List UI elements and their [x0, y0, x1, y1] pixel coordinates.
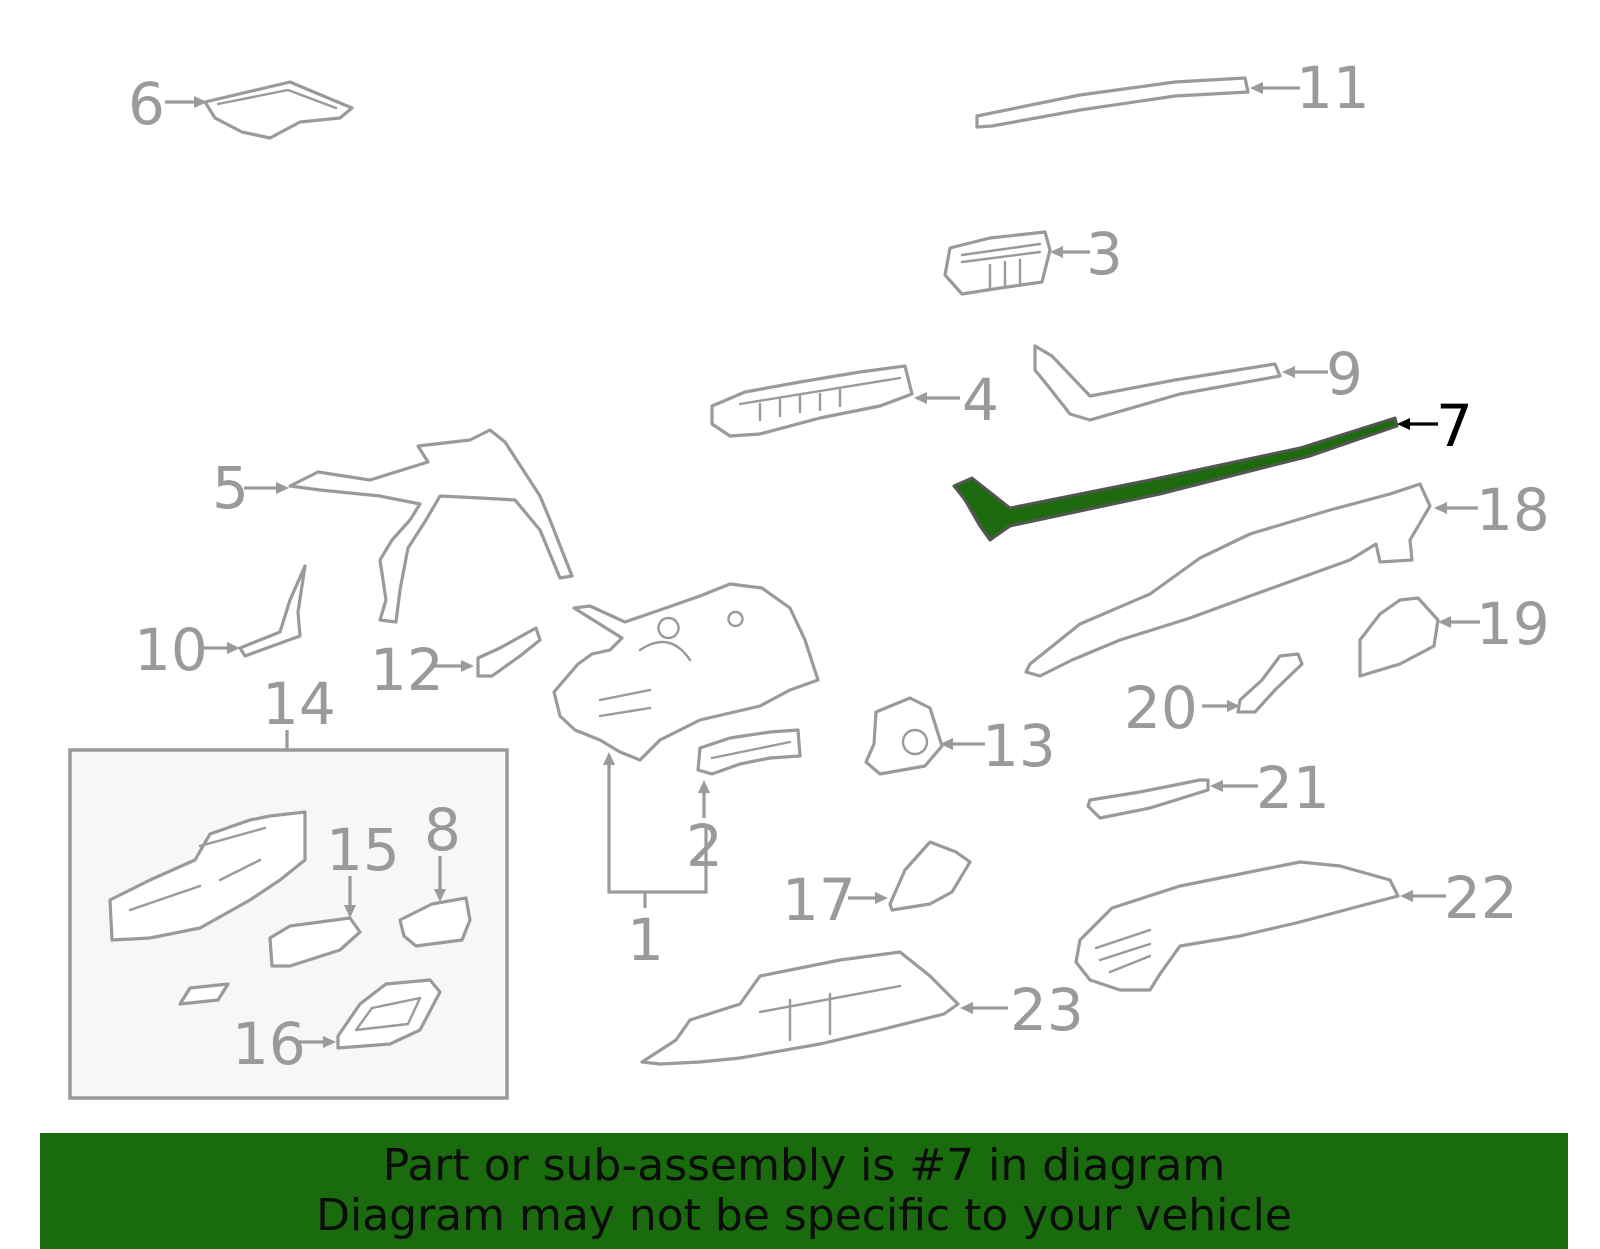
- part-22[interactable]: [1074, 860, 1400, 992]
- part-4[interactable]: [710, 364, 914, 438]
- part-5[interactable]: [288, 428, 574, 624]
- callout-7: 7: [1436, 392, 1473, 460]
- callout-15: 15: [326, 816, 400, 884]
- callout-13: 13: [982, 712, 1056, 780]
- callout-16: 16: [232, 1010, 306, 1078]
- callout-20: 20: [1124, 674, 1198, 742]
- part-10[interactable]: [238, 564, 307, 658]
- arrow-12: [461, 660, 474, 672]
- part-7-highlighted[interactable]: [952, 416, 1399, 542]
- part-small-bracket: [178, 982, 230, 1006]
- arrow-2: [698, 780, 710, 793]
- arrow-1: [603, 752, 615, 765]
- callout-22: 22: [1444, 864, 1518, 932]
- part-17[interactable]: [888, 840, 972, 912]
- part-3[interactable]: [943, 230, 1052, 296]
- arrow-17: [875, 892, 888, 904]
- callout-18: 18: [1476, 476, 1550, 544]
- callout-14: 14: [262, 670, 336, 738]
- part-15[interactable]: [268, 916, 362, 968]
- part-12[interactable]: [476, 626, 542, 678]
- part-6[interactable]: [203, 80, 354, 140]
- callout-10: 10: [134, 616, 208, 684]
- arrow-11: [1250, 82, 1263, 94]
- part-16[interactable]: [336, 978, 442, 1050]
- banner-line-disclaimer: Diagram may not be specific to your vehi…: [316, 1190, 1292, 1241]
- arrow-22: [1400, 890, 1413, 902]
- callout-6: 6: [128, 70, 165, 138]
- callout-3: 3: [1086, 220, 1123, 288]
- part-23[interactable]: [640, 950, 960, 1066]
- arrow-7: [1397, 418, 1410, 430]
- part-20[interactable]: [1236, 652, 1304, 714]
- part-9[interactable]: [1033, 344, 1282, 422]
- callout-21: 21: [1256, 754, 1330, 822]
- part-19[interactable]: [1358, 596, 1440, 678]
- arrow-10: [227, 642, 240, 654]
- callout-11: 11: [1296, 54, 1370, 122]
- part-18[interactable]: [1024, 482, 1432, 678]
- arrow-18: [1434, 502, 1447, 514]
- arrow-19: [1438, 616, 1451, 628]
- callout-23: 23: [1010, 976, 1084, 1044]
- part-8[interactable]: [398, 896, 472, 948]
- callout-9: 9: [1326, 340, 1363, 408]
- callout-2: 2: [686, 812, 723, 880]
- arrow-15: [344, 905, 356, 918]
- callout-1: 1: [627, 906, 664, 974]
- callout-5: 5: [212, 454, 249, 522]
- part-11[interactable]: [975, 76, 1250, 129]
- part-21[interactable]: [1086, 778, 1210, 820]
- arrow-16: [323, 1036, 336, 1048]
- arrow-23: [960, 1002, 973, 1014]
- info-banner: Part or sub-assembly is #7 in diagram Di…: [40, 1133, 1568, 1249]
- part-1[interactable]: [552, 582, 820, 762]
- part-2[interactable]: [696, 728, 802, 776]
- part-14-assembly[interactable]: [108, 810, 307, 942]
- arrow-4: [914, 392, 927, 404]
- callout-17: 17: [782, 866, 856, 934]
- arrow-5: [276, 482, 289, 494]
- arrow-9: [1282, 366, 1295, 378]
- arrow-3: [1050, 246, 1063, 258]
- callout-12: 12: [370, 636, 444, 704]
- leader-1: [607, 762, 708, 894]
- callout-4: 4: [962, 366, 999, 434]
- callout-8: 8: [424, 796, 461, 864]
- part-13[interactable]: [864, 696, 944, 776]
- arrow-21: [1210, 780, 1223, 792]
- arrow-20: [1227, 700, 1240, 712]
- arrow-6: [194, 96, 207, 108]
- arrow-8: [434, 889, 446, 902]
- banner-line-part-info: Part or sub-assembly is #7 in diagram: [382, 1140, 1226, 1191]
- arrow-13: [940, 738, 953, 750]
- callout-19: 19: [1476, 590, 1550, 658]
